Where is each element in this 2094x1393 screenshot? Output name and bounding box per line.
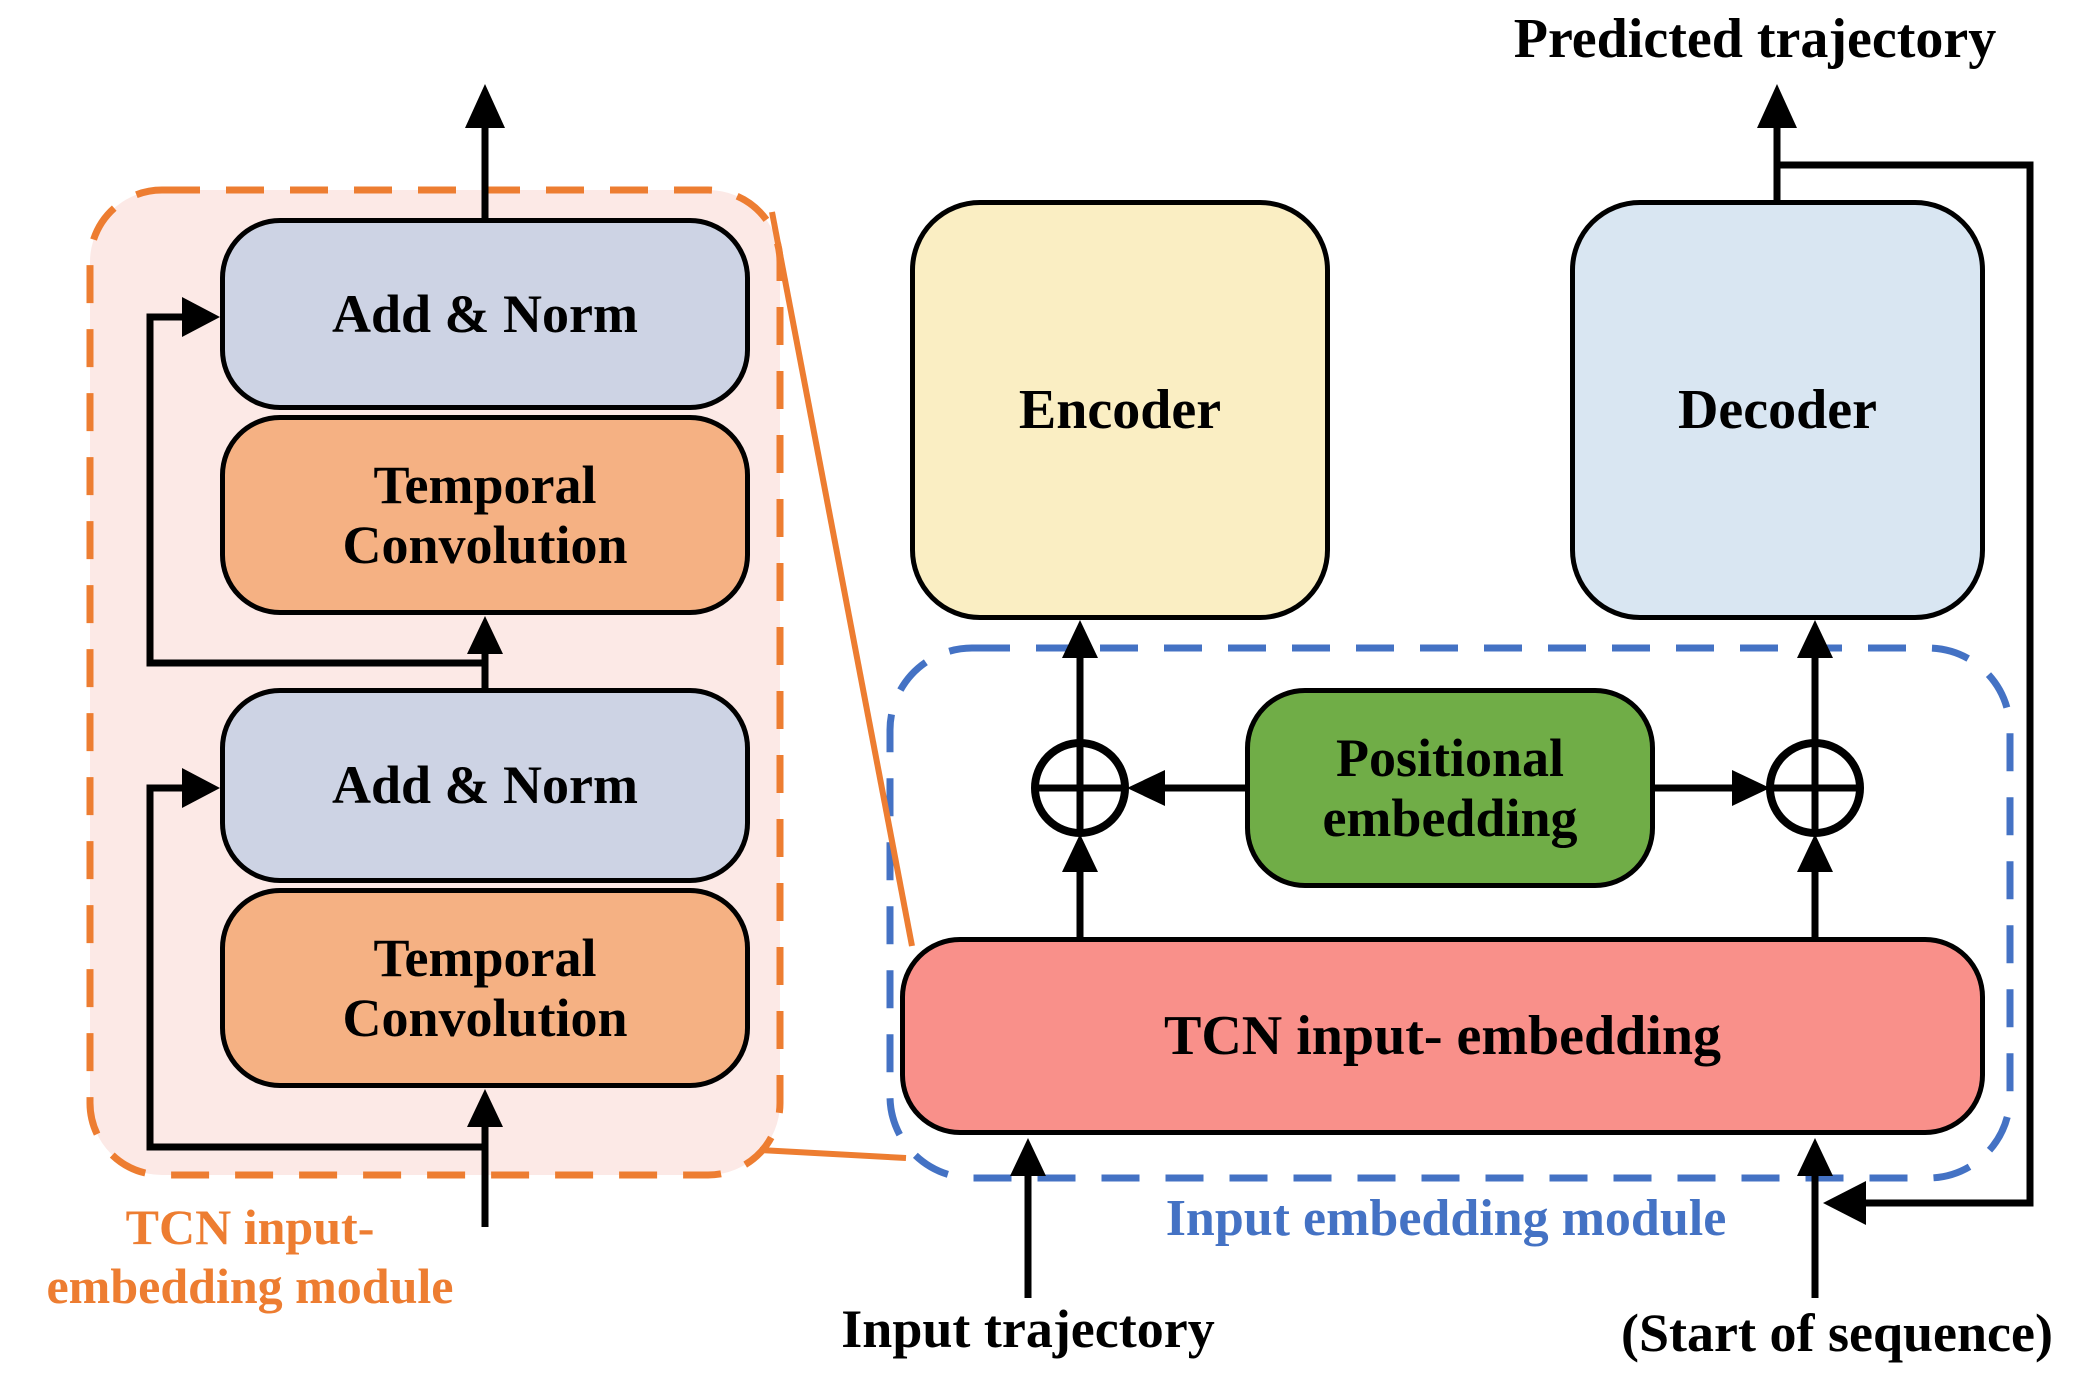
decoder-output-arrow (1757, 84, 1797, 200)
predicted-trajectory-label: Predicted trajectory (1513, 8, 1997, 70)
tcn-module-label: TCN input- embedding module (20, 1198, 480, 1316)
tcn-input-embedding-block: TCN input- embedding (900, 937, 1985, 1135)
tcn-module-output-arrow (465, 84, 505, 218)
add-norm-bottom-label: Add & Norm (332, 755, 638, 816)
left-adder-icon (1031, 739, 1129, 837)
positional-line1: Positional (1335, 727, 1565, 788)
start-of-sequence-arrow (1797, 1138, 1833, 1298)
temporal-convolution-block-top: Temporal Convolution (220, 415, 750, 615)
add-norm-top-label: Add & Norm (332, 283, 638, 344)
temporal-convolution-block-bottom: Temporal Convolution (220, 888, 750, 1088)
tcn-module-label-line1: TCN input- (125, 1199, 375, 1255)
add-norm-block-top: Add & Norm (220, 218, 750, 410)
tcn-inter-stack-arrow (467, 616, 503, 688)
temporal-top-line1: Temporal (373, 454, 597, 515)
zoom-callout-lines (759, 211, 915, 1161)
tcn-input-embedding-label: TCN input- embedding (1163, 1004, 1722, 1067)
positional-to-left-adder-arrow (1127, 770, 1245, 806)
input-trajectory-arrow (1010, 1138, 1046, 1298)
encoder-block: Encoder (910, 200, 1330, 620)
right-adder-icon (1766, 739, 1864, 837)
input-embedding-module-dashed-border (886, 644, 2014, 1182)
tcn-module-label-line2: embedding module (46, 1258, 454, 1314)
decoder-block: Decoder (1570, 200, 1985, 620)
positional-line2: embedding (1322, 788, 1578, 848)
tcn-lower-skip-connection (146, 768, 485, 1151)
input-trajectory-label: Input trajectory (841, 1299, 1215, 1359)
embed-to-right-adder-arrow (1797, 834, 1833, 937)
input-embedding-module-label: Input embedding module (1165, 1190, 1727, 1247)
right-adder-to-decoder-arrow (1797, 620, 1833, 743)
add-norm-block-bottom: Add & Norm (220, 688, 750, 883)
tcn-upper-skip-connection (146, 297, 485, 667)
start-of-sequence-label: (Start of sequence) (1621, 1303, 2053, 1363)
encoder-label: Encoder (1018, 378, 1222, 441)
decoder-label: Decoder (1677, 378, 1877, 441)
tcn-input-arrow (467, 1089, 503, 1227)
temporal-top-line2: Convolution (342, 515, 628, 575)
temporal-bottom-line2: Convolution (342, 988, 628, 1048)
feedback-loop-line (1777, 161, 2034, 1225)
left-adder-to-encoder-arrow (1062, 620, 1098, 743)
positional-to-right-adder-arrow (1655, 770, 1770, 806)
temporal-bottom-line1: Temporal (373, 927, 597, 988)
embed-to-left-adder-arrow (1062, 834, 1098, 937)
positional-embedding-block: Positional embedding (1245, 688, 1655, 888)
